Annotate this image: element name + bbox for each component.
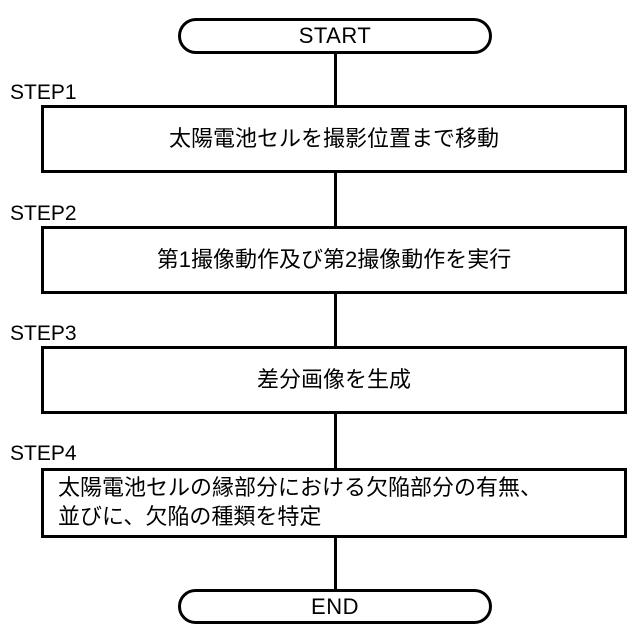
terminal-end[interactable]: END <box>178 589 492 624</box>
process-text-step4: 太陽電池セルの縁部分における欠陥部分の有無、 並びに、欠陥の種類を特定 <box>58 475 543 529</box>
process-box-step1[interactable]: 太陽電池セルを撮影位置まで移動 <box>41 105 627 173</box>
connector-step3-to-step4 <box>334 414 337 469</box>
step-caption-step3: STEP3 <box>10 322 77 345</box>
step-caption-step4: STEP4 <box>10 442 77 465</box>
terminal-start[interactable]: START <box>178 18 492 54</box>
step-caption-step1: STEP1 <box>10 81 77 104</box>
process-text-step1: 太陽電池セルを撮影位置まで移動 <box>168 125 499 151</box>
process-box-step3[interactable]: 差分画像を生成 <box>41 346 627 414</box>
connector-start-to-step1 <box>334 54 337 107</box>
connector-step1-to-step2 <box>334 173 337 226</box>
process-box-step2[interactable]: 第1撮像動作及び第2撮像動作を実行 <box>41 226 627 294</box>
connector-step4-to-end <box>334 538 337 590</box>
connector-step2-to-step3 <box>334 294 337 346</box>
process-text-step3: 差分画像を生成 <box>256 366 411 392</box>
step-caption-step2: STEP2 <box>10 202 77 225</box>
terminal-end-label: END <box>311 593 359 619</box>
process-text-step2: 第1撮像動作及び第2撮像動作を実行 <box>156 246 512 272</box>
terminal-start-label: START <box>298 23 372 48</box>
process-box-step4[interactable]: 太陽電池セルの縁部分における欠陥部分の有無、 並びに、欠陥の種類を特定 <box>41 468 627 538</box>
